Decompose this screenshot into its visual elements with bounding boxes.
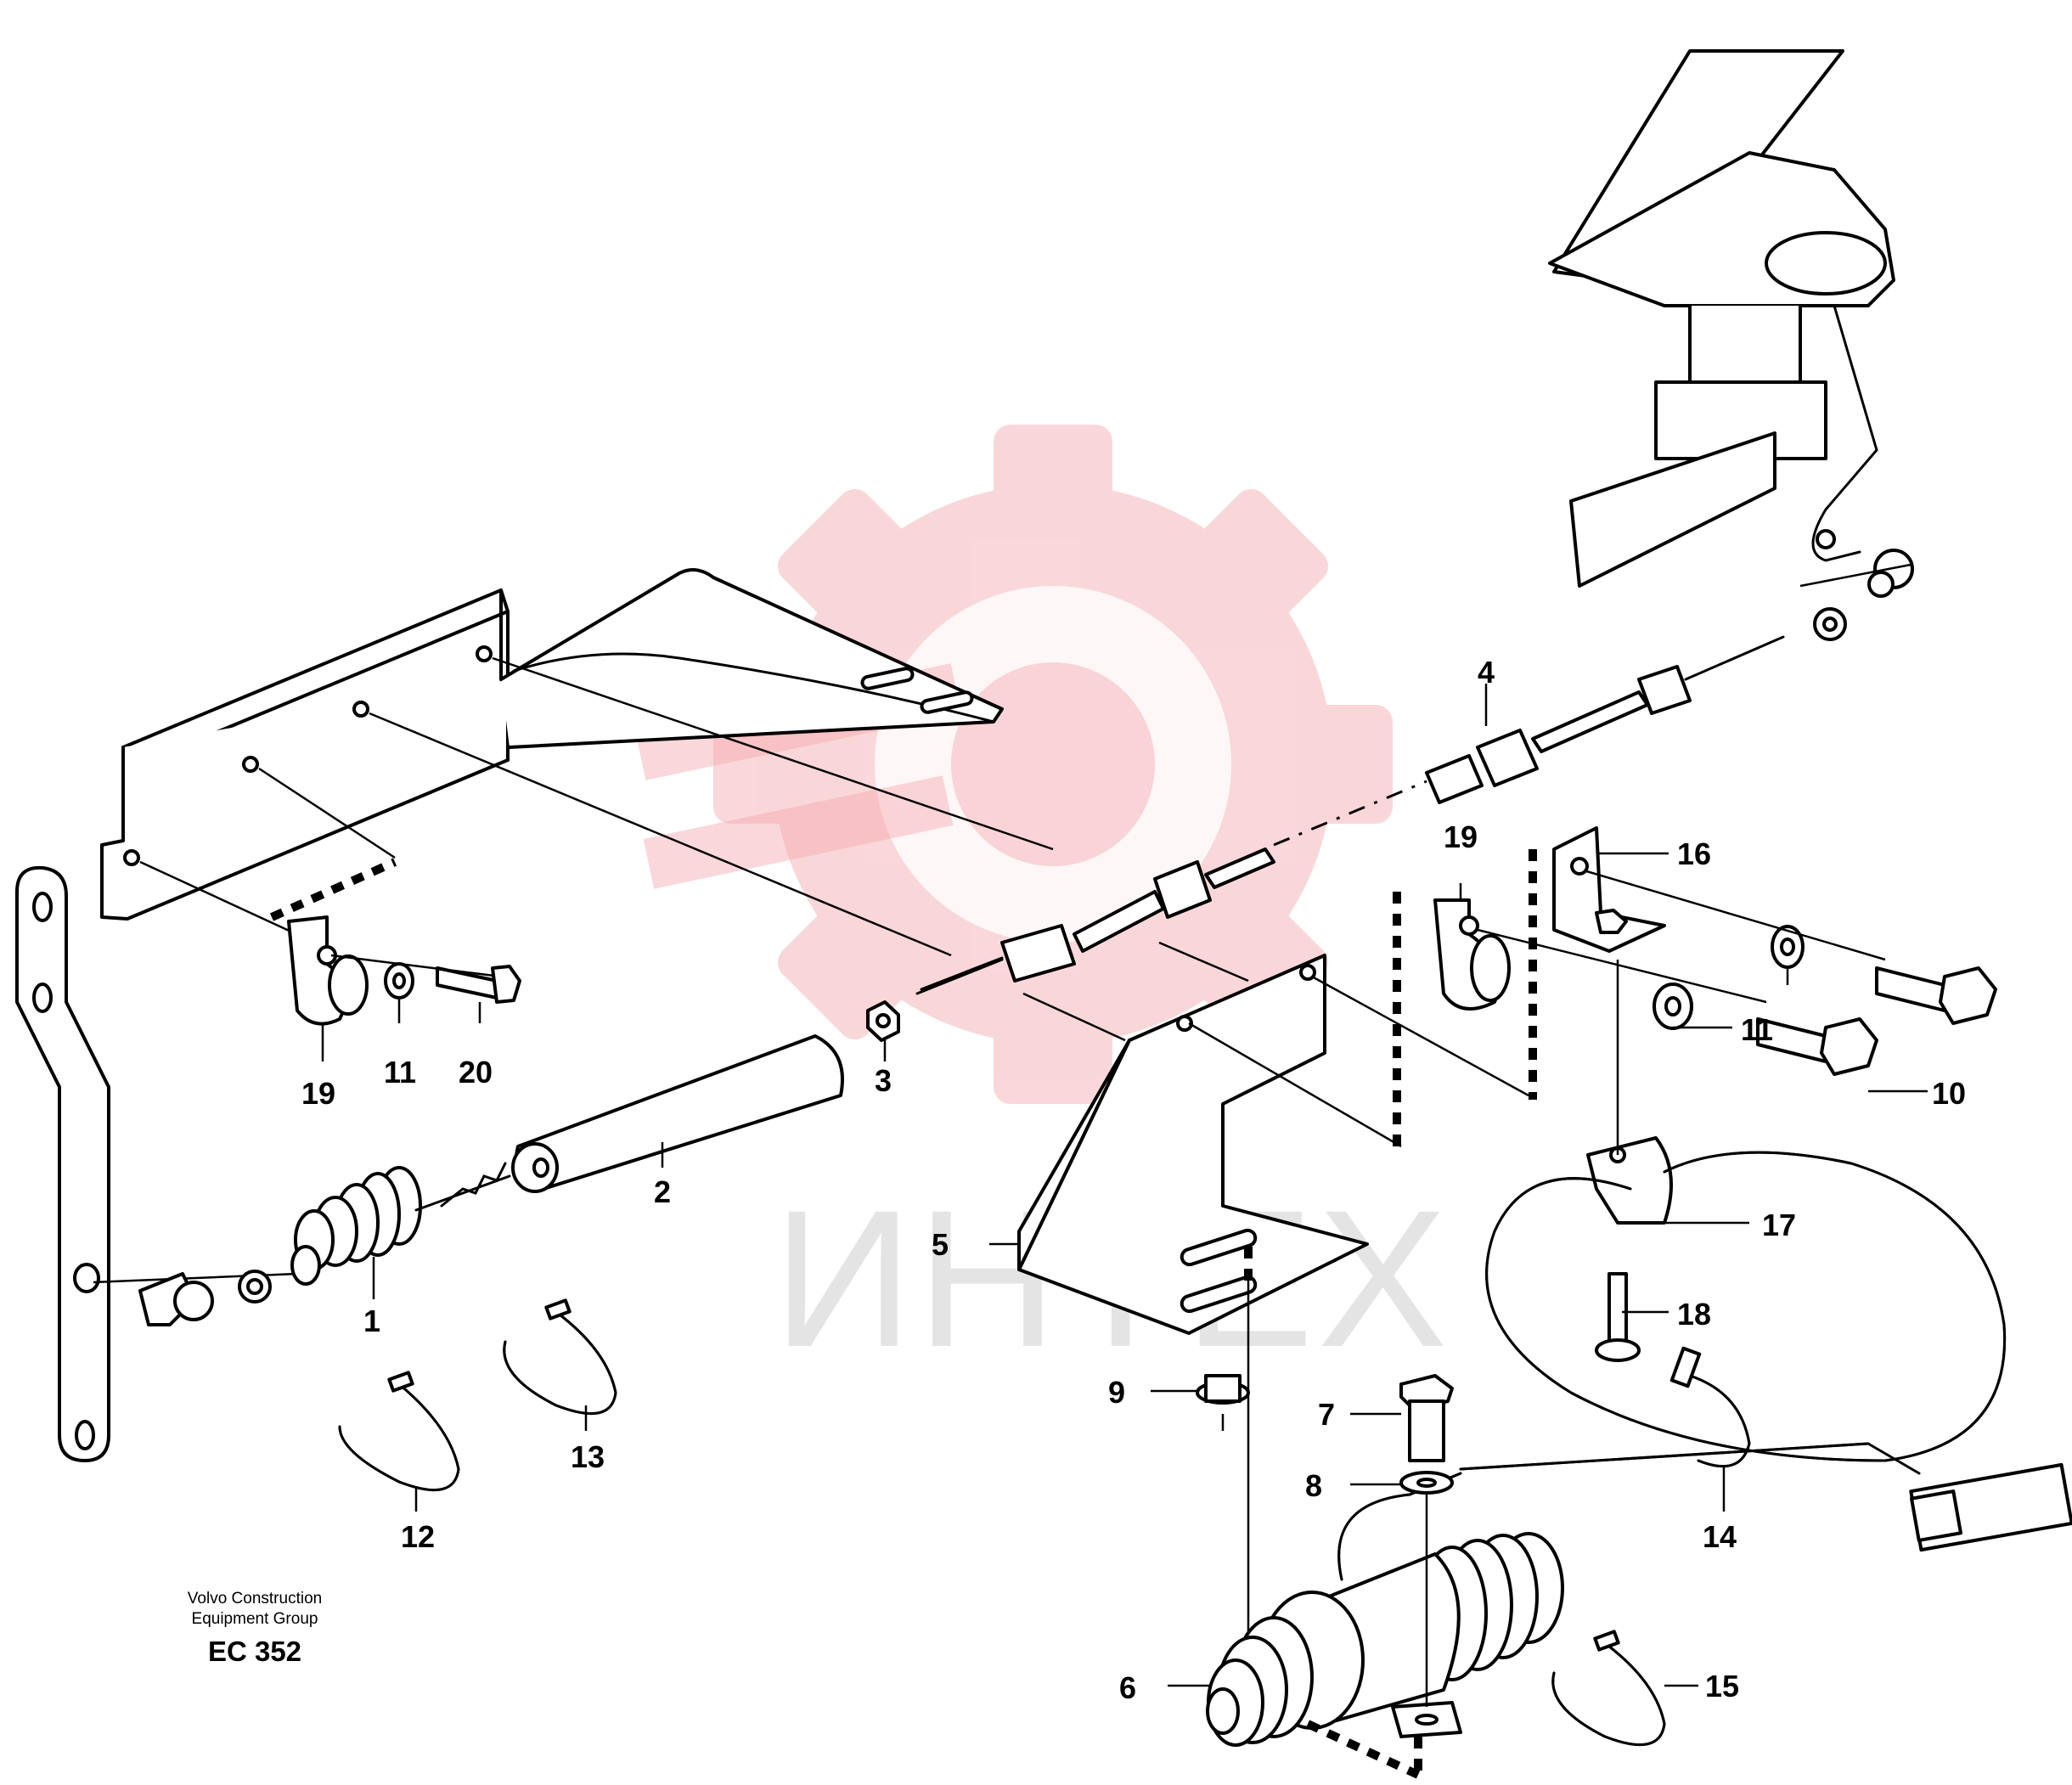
wiring-harness bbox=[1459, 1151, 2072, 1552]
callout-19-right: 19 bbox=[1444, 819, 1478, 854]
callout-18: 18 bbox=[1677, 1297, 1711, 1332]
callout-3: 3 bbox=[875, 1063, 892, 1098]
rubber-boot bbox=[290, 1166, 422, 1286]
flange-nut bbox=[1196, 1274, 1250, 1664]
washer-right-upper bbox=[1771, 925, 1805, 969]
callout-9: 9 bbox=[1108, 1375, 1125, 1410]
callout-19-left: 19 bbox=[301, 1076, 335, 1111]
pedal-assembly bbox=[1548, 49, 1914, 598]
callout-14: 14 bbox=[1703, 1519, 1737, 1554]
bracket-assembly-line bbox=[1583, 869, 1886, 961]
footer-company-line1: Volvo Construction bbox=[187, 1590, 323, 1608]
cable-tie-15 bbox=[1551, 1630, 1666, 1747]
bolt-7 bbox=[1399, 1374, 1454, 1462]
ball-joint-left bbox=[93, 1270, 298, 1326]
callout-4: 4 bbox=[1478, 655, 1495, 690]
bolt-18 bbox=[1595, 1272, 1641, 1362]
callout-labels: 1 2 3 4 5 6 7 8 9 10 11 11 12 13 14 15 1… bbox=[301, 655, 1966, 1705]
callout-10: 10 bbox=[1932, 1076, 1966, 1111]
callout-8: 8 bbox=[1305, 1468, 1322, 1503]
callout-20: 20 bbox=[459, 1055, 493, 1090]
cable-clip-right bbox=[1433, 849, 1537, 1100]
hex-nut bbox=[866, 1000, 900, 1042]
callout-11-left: 11 bbox=[384, 1055, 416, 1090]
callout-16: 16 bbox=[1677, 836, 1711, 871]
control-cable bbox=[915, 607, 1847, 995]
cable-tie-13 bbox=[503, 1298, 617, 1416]
callout-2: 2 bbox=[654, 1174, 671, 1209]
actuator-solenoid bbox=[1206, 1472, 1564, 1779]
control-cylinder bbox=[414, 1034, 844, 1212]
bolt-10-upper bbox=[1875, 966, 1997, 1025]
washer-right-lower bbox=[1653, 983, 1693, 1030]
bolt-10-lower bbox=[1756, 1017, 1878, 1076]
footer-company-line2: Equipment Group bbox=[191, 1610, 318, 1628]
callout-12: 12 bbox=[401, 1519, 435, 1554]
callout-13: 13 bbox=[571, 1439, 605, 1474]
callout-7: 7 bbox=[1318, 1397, 1335, 1432]
callout-17: 17 bbox=[1762, 1208, 1796, 1242]
cable-clip-left bbox=[287, 915, 369, 1026]
callout-5: 5 bbox=[932, 1227, 949, 1262]
washer-left bbox=[384, 962, 414, 999]
hose-clamp-17 bbox=[1586, 960, 1673, 1225]
clip-assembly-line bbox=[1477, 928, 1767, 1004]
plate-assembly-lines bbox=[139, 656, 1054, 957]
callout-6: 6 bbox=[1119, 1670, 1136, 1705]
bolt-20 bbox=[330, 954, 521, 1004]
link-bar bbox=[15, 865, 110, 1462]
washer-8 bbox=[1399, 1471, 1454, 1707]
l-bracket-16 bbox=[1552, 826, 1666, 953]
cable-tie-14 bbox=[1669, 1346, 1751, 1468]
callout-11-right: 11 bbox=[1741, 1012, 1773, 1047]
callout-1: 1 bbox=[363, 1304, 380, 1338]
footer-diagram-code: EC 352 bbox=[207, 1636, 302, 1667]
callout-15: 15 bbox=[1705, 1669, 1739, 1703]
callout-leaders bbox=[321, 684, 1928, 1687]
cable-tie-12 bbox=[338, 1371, 460, 1492]
angle-bracket bbox=[1017, 892, 1529, 1335]
